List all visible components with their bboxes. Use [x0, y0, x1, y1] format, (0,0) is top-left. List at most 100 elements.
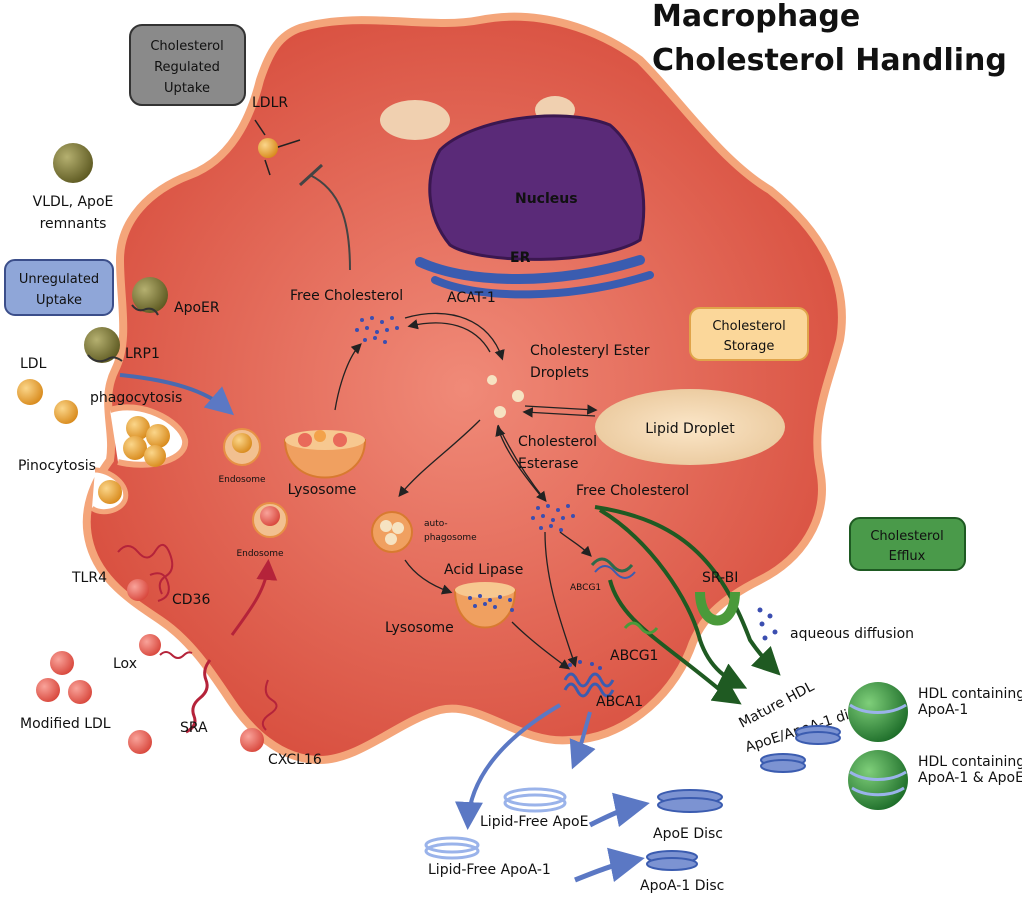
ldl-label: LDL — [20, 356, 47, 372]
ldlr-receptor — [254, 119, 301, 176]
inhibition-bar — [298, 163, 324, 187]
modified-ldl — [50, 651, 74, 675]
aqueous-diffusion-dots — [757, 607, 778, 641]
vldl-label-1: VLDL, ApoE — [33, 194, 114, 210]
lrp1-label: LRP1 — [125, 346, 160, 362]
ldl-pinocytosed — [98, 480, 122, 504]
ldl-particle — [54, 400, 78, 424]
lipid-free-apoa1-label: Lipid-Free ApoA-1 — [428, 862, 551, 878]
hdl-apoa1-apoe-label-1: HDL containing — [918, 754, 1022, 770]
lysosome-1-label: Lysosome — [288, 482, 357, 498]
cholesterol-storage-box: Cholesterol Storage — [689, 307, 809, 361]
fc-to-abca1-arrow — [544, 531, 578, 668]
free-cholesterol-dots — [355, 316, 399, 344]
sra-receptor — [185, 659, 212, 734]
scavenger-uptake-arrow — [230, 559, 278, 636]
lipid-free-apoe — [503, 787, 567, 813]
abca1-transporter — [563, 660, 615, 698]
sr-bi-receptor — [695, 591, 740, 626]
sr-bi-label: SR-BI — [702, 570, 738, 586]
apoa1-to-disc-arrow — [574, 847, 645, 883]
ce-droplets — [487, 375, 524, 418]
lrp1-receptor — [87, 354, 123, 363]
modified-ldl-label: Modified LDL — [20, 716, 111, 732]
sra-ligand — [128, 730, 152, 754]
esterification-arrow — [404, 312, 505, 361]
storage-box-line: Storage — [724, 339, 775, 354]
lipid-droplet-label: Lipid Droplet — [645, 421, 735, 437]
apoa1-apoe-band — [851, 786, 905, 797]
apoa1-disc — [646, 850, 698, 871]
cxcl16-ligand — [240, 728, 264, 752]
lox-label: Lox — [113, 656, 137, 672]
lipid-free-apoe-label: Lipid-Free ApoE — [480, 814, 588, 830]
ce-droplets-label-1: Cholesteryl Ester — [530, 343, 650, 359]
efflux-box-line: Cholesterol — [870, 529, 943, 544]
abca1-label: ABCA1 — [596, 694, 643, 710]
aqueous-diffusion-label: aqueous diffusion — [790, 626, 914, 642]
lysosome-to-abca1-arrow — [511, 621, 571, 670]
abca1-to-apoe-arrow — [454, 703, 562, 830]
vacuole — [380, 100, 450, 140]
regulated-box-line: Cholesterol — [150, 39, 223, 54]
pinocytosis-label: Pinocytosis — [18, 458, 96, 474]
lrp1-ligand — [84, 327, 120, 363]
hdl-apoa1-label-1: HDL containing — [918, 686, 1022, 702]
hdl-apoa1-apoe-label-2: ApoA-1 & ApoE — [918, 770, 1022, 786]
abcg1-label: ABCG1 — [610, 648, 658, 664]
ldlr-label: LDLR — [252, 95, 288, 111]
hdl-apoa1-label-2: ApoA-1 — [918, 702, 968, 718]
unregulated-box-line: Uptake — [36, 293, 82, 308]
apoe-disc-label: ApoE Disc — [653, 826, 723, 842]
cholesterol-esterase-label-1: Cholesterol — [518, 434, 597, 450]
apo-disc-mature — [760, 725, 841, 773]
free-cholesterol-top-label: Free Cholesterol — [290, 288, 403, 304]
apoa1-disc-label: ApoA-1 Disc — [640, 878, 724, 894]
free-cholesterol-dots-mid — [531, 504, 575, 532]
apoe-to-disc-arrow — [588, 792, 650, 828]
regulated-box-line: Regulated — [154, 60, 220, 75]
apoer-ligand — [132, 277, 168, 313]
inhibition-line — [309, 174, 351, 271]
abca1-to-apoa1-arrow — [569, 711, 596, 770]
lysosome-to-fc-arrow — [334, 343, 362, 411]
lox-ligand — [139, 634, 161, 656]
uptake-arrow — [119, 373, 235, 416]
tlr4-label: TLR4 — [71, 570, 107, 586]
cholesterol-efflux-box: Cholesterol Efflux — [849, 517, 966, 571]
efflux-box-line: Efflux — [889, 549, 926, 564]
apoa1-band — [849, 703, 907, 714]
ldl-particle — [17, 379, 43, 405]
endosome-1 — [223, 428, 261, 466]
endosome-1-label: Endosome — [218, 475, 266, 485]
autophagosome-to-lysosome-arrow — [404, 559, 453, 595]
regulated-uptake-box: Cholesterol Regulated Uptake — [129, 24, 246, 106]
droplet-exchange-arrow — [522, 407, 596, 418]
droplet-exchange-arrow — [524, 404, 598, 415]
acid-lipase-label: Acid Lipase — [444, 562, 523, 578]
endosome-2-label: Endosome — [236, 549, 284, 559]
abcg1-intracellular — [590, 557, 636, 579]
cxcl16-label: CXCL16 — [268, 752, 322, 768]
ldl-aggregate — [123, 436, 147, 460]
endoplasmic-reticulum — [431, 271, 654, 299]
cd36-label: CD36 — [172, 592, 210, 608]
autophagosome-label-2: phagosome — [424, 533, 477, 543]
autophagosome-label-1: auto- — [424, 519, 448, 529]
cxcl16-receptor — [261, 679, 278, 731]
regulated-box-line: Uptake — [164, 81, 210, 96]
cholesterol-esterase-label-2: Esterase — [518, 456, 578, 472]
apoer-receptor — [131, 304, 159, 316]
nucleus-label: Nucleus — [515, 191, 578, 207]
lox-receptor — [159, 651, 193, 659]
endoplasmic-reticulum — [415, 255, 645, 284]
sra-label: SRA — [180, 720, 208, 736]
vldl-particle — [53, 143, 93, 183]
macrophage-cell — [82, 12, 846, 765]
ldl-aggregate — [126, 416, 150, 440]
hydrolysis-arrow — [407, 319, 491, 353]
lipid-free-apoa1 — [424, 836, 480, 860]
title-line-2: Cholesterol Handling — [652, 43, 1007, 78]
lysosome-2-label: Lysosome — [385, 620, 454, 636]
